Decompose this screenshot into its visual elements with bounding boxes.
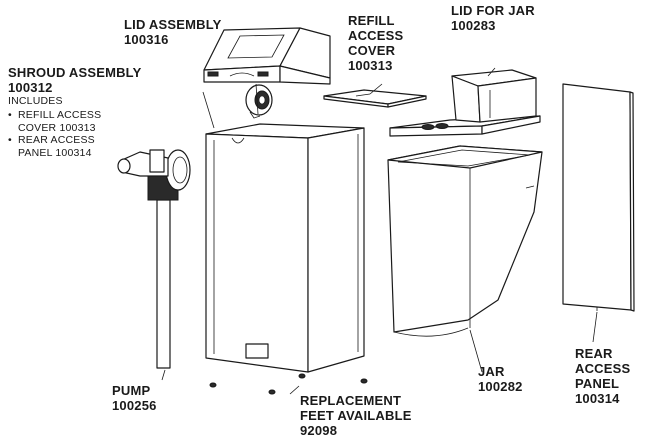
shroud-include-item: REAR ACCESS PANEL 100314 [8, 134, 142, 159]
leader-lid-for-jar [487, 67, 496, 77]
shroud-include-item-line2: PANEL 100314 [18, 146, 92, 159]
leader-feet [289, 385, 300, 395]
rear-access-panel-label: REAR ACCESS PANEL 100314 [575, 346, 630, 406]
shroud-includes-text: INCLUDES [8, 95, 63, 107]
lid-for-jar-number: 100283 [451, 18, 496, 33]
replacement-feet-line1: REPLACEMENT [300, 393, 402, 408]
jar-number: 100282 [478, 379, 523, 394]
pump-name: PUMP [112, 383, 151, 398]
shroud-include-item: REFILL ACCESS COVER 100313 [8, 109, 142, 134]
replacement-feet-label: REPLACEMENT FEET AVAILABLE 92098 [300, 393, 412, 438]
lid-for-jar-part [389, 69, 541, 137]
shroud-assembly-part [205, 123, 365, 373]
shroud-include-item-line1: REFILL ACCESS [18, 109, 102, 121]
leader-pump [161, 369, 166, 381]
rear-access-panel-line3: PANEL [575, 376, 620, 391]
refill-access-cover-part [323, 89, 427, 108]
rear-access-panel-part [562, 83, 635, 312]
lid-assembly-name: LID ASSEMBLY [124, 17, 222, 32]
lid-assembly-number: 100316 [124, 32, 169, 47]
jar-name: JAR [478, 364, 505, 379]
replacement-feet [209, 373, 368, 395]
shroud-include-item-line1: REAR ACCESS [18, 134, 95, 146]
shroud-assembly-number: 100312 [8, 80, 53, 95]
refill-access-cover-line1: REFILL [348, 13, 395, 28]
leader-shroud [202, 91, 215, 129]
refill-access-cover-line3: COVER [348, 43, 396, 58]
jar-part [387, 145, 543, 337]
replacement-feet-line2: FEET AVAILABLE [300, 408, 412, 423]
leader-refill-cover [369, 83, 383, 95]
pump-part [117, 149, 191, 369]
leader-lines [161, 67, 598, 395]
rear-access-panel-line2: ACCESS [575, 361, 631, 376]
lid-assembly-part [203, 27, 331, 119]
rear-access-panel-number: 100314 [575, 391, 620, 406]
refill-access-cover-number: 100313 [348, 58, 393, 73]
shroud-assembly-label: SHROUD ASSEMBLY 100312 INCLUDES REFILL A… [8, 65, 142, 159]
refill-access-cover-line2: ACCESS [348, 28, 404, 43]
shroud-include-item-line2: COVER 100313 [18, 121, 96, 134]
lid-for-jar-label: LID FOR JAR 100283 [451, 3, 535, 33]
shroud-assembly-name: SHROUD ASSEMBLY [8, 65, 142, 80]
rear-access-panel-line1: REAR [575, 346, 613, 361]
replacement-feet-number: 92098 [300, 423, 338, 438]
refill-access-cover-label: REFILL ACCESS COVER 100313 [348, 13, 403, 73]
pump-label: PUMP 100256 [112, 383, 157, 413]
jar-label: JAR 100282 [478, 364, 523, 394]
lid-for-jar-name: LID FOR JAR [451, 3, 535, 18]
pump-number: 100256 [112, 398, 157, 413]
leader-rear-panel [592, 311, 598, 343]
lid-assembly-label: LID ASSEMBLY 100316 [124, 17, 222, 47]
leader-jar [469, 329, 483, 373]
